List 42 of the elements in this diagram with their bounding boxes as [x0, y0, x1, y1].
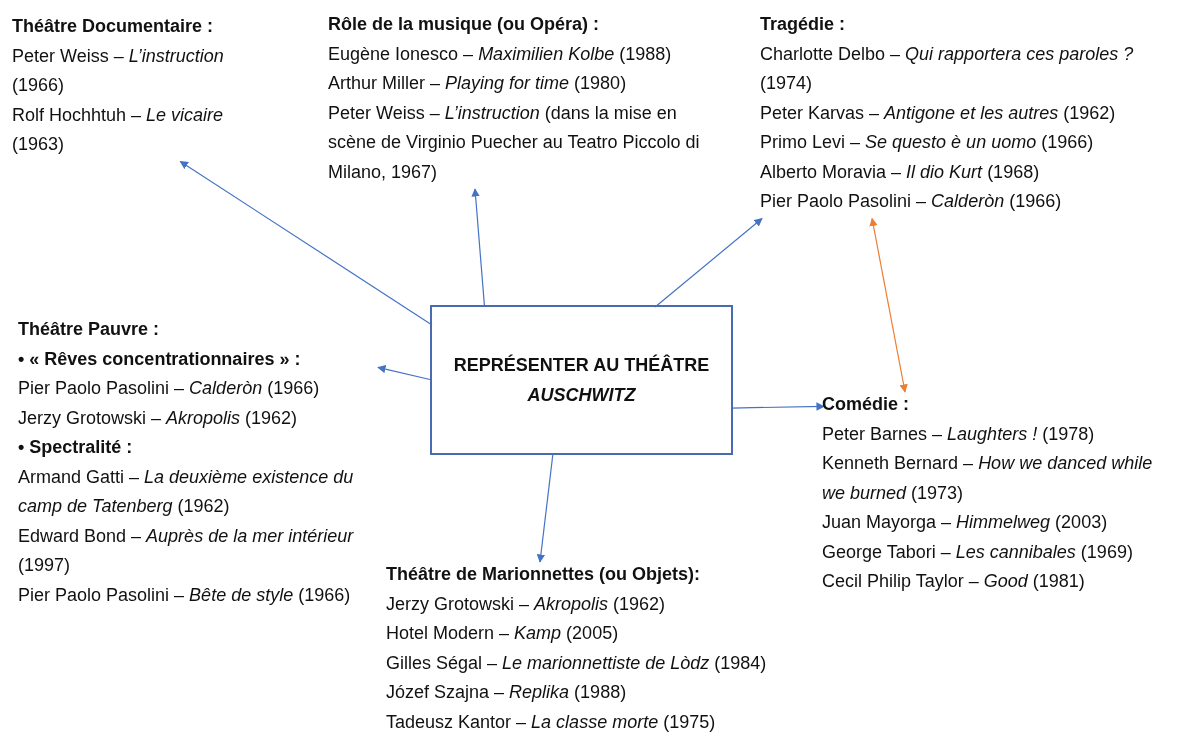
- arrow: [536, 452, 554, 563]
- central-box: [430, 305, 733, 455]
- work-entry: Jerzy Grotowski – Akropolis (1962): [18, 406, 299, 430]
- arrow: [377, 364, 433, 381]
- work-entry: George Tabori – Les cannibales (1969): [822, 540, 1134, 564]
- work-entry: Pier Paolo Pasolini – Calderòn (1966): [760, 190, 1063, 213]
- work-entry: Edward Bond – Auprès de la mer intérieur (1997): [18, 524, 355, 577]
- arrow: [179, 160, 433, 326]
- arrow: [471, 188, 486, 308]
- work-entry: Gilles Ségal – Le marionnettiste de Lòdz (1984): [386, 651, 768, 675]
- arrow: [869, 217, 908, 393]
- arrow: [654, 217, 763, 308]
- work-entry: Jerzy Grotowski – Akropolis (1962): [386, 592, 667, 616]
- work-entry: Pier Paolo Pasolini – Calderòn (1966): [18, 377, 321, 400]
- work-entry: Primo Levi – Se questo è un uomo (1966): [760, 131, 1095, 154]
- category-heading: Tragédie :: [760, 13, 847, 36]
- work-entry: Arthur Miller – Playing for time (1980): [328, 72, 628, 95]
- work-entry: Józef Szajna – Replika (1988): [386, 681, 628, 704]
- work-entry: Peter Weiss – L’instruction (dans la mise en scène de Virginio Puecher au Teatro Piccolo di Milano, 1967): [328, 101, 701, 184]
- work-entry: Armand Gatti – La deuxième existence du camp de Tatenberg (1962): [18, 465, 355, 518]
- work-entry: Tadeusz Kantor – La classe morte (1975): [386, 710, 717, 734]
- arrow: [730, 402, 825, 411]
- work-entry: Peter Barnes – Laughters ! (1978): [822, 422, 1096, 446]
- work-entry: Alberto Moravia – Il dio Kurt (1968): [760, 160, 1041, 184]
- work-entry: Eugène Ionesco – Maximilien Kolbe (1988): [328, 42, 673, 66]
- work-entry: Juan Mayorga – Himmelweg (2003): [822, 511, 1109, 534]
- category-heading: Théâtre de Marionnettes (ou Objets):: [386, 563, 702, 586]
- work-entry: Cecil Philip Taylor – Good (1981): [822, 570, 1086, 593]
- subheading: • « Rêves concentrationnaires » :: [18, 347, 302, 371]
- work-entry: Charlotte Delbo – Qui rapportera ces paroles ? (1974): [760, 42, 1135, 95]
- work-entry: Hotel Modern – Kamp (2005): [386, 622, 620, 645]
- category-heading: Théâtre Documentaire :: [12, 15, 215, 38]
- work-entry: Pier Paolo Pasolini – Bête de style (1966): [18, 583, 352, 607]
- work-entry: Peter Karvas – Antigone et les autres (1962): [760, 101, 1117, 125]
- central-title: REPRÉSENTER AU THÉÂTRE AUSCHWITZ: [452, 353, 711, 407]
- category-heading: Rôle de la musique (ou Opéra) :: [328, 13, 601, 36]
- subheading: • Spectralité :: [18, 436, 134, 459]
- category-heading: Comédie :: [822, 393, 910, 416]
- work-entry: Rolf Hochhtuh – Le vicaire (1963): [12, 103, 225, 156]
- work-entry: Kenneth Bernard – How we danced while we burned (1973): [822, 452, 1154, 505]
- category-heading: Théâtre Pauvre :: [18, 318, 161, 341]
- work-entry: Peter Weiss – L’instruction (1966): [12, 44, 225, 97]
